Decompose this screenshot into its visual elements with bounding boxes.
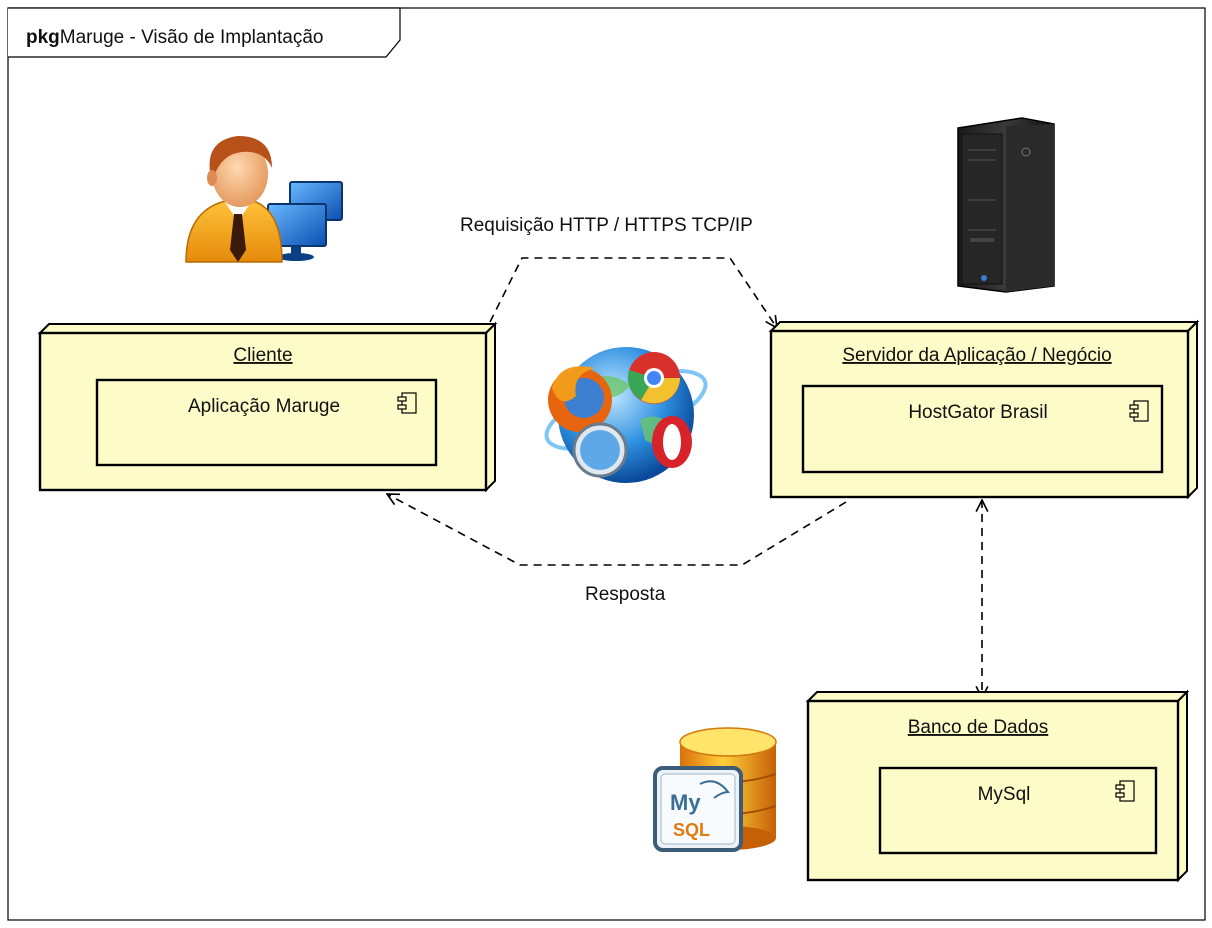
request-label: Requisição HTTP / HTTPS TCP/IP — [460, 215, 753, 236]
web-browsers-globe-icon — [544, 347, 708, 483]
component-icon — [397, 392, 417, 414]
database-node[interactable]: Banco de Dados MySql — [805, 689, 1190, 883]
database-component-label: MySql — [978, 784, 1031, 805]
server-node-title: Servidor da Aplicação / Negócio — [842, 345, 1111, 366]
tower-server-icon — [957, 117, 1055, 293]
response-label: Resposta — [585, 584, 666, 605]
client-component-label: Aplicação Maruge — [188, 396, 340, 417]
component-icon — [1129, 400, 1149, 422]
client-node-title: Cliente — [233, 345, 292, 366]
client-node[interactable]: Cliente Aplicação Maruge — [37, 321, 498, 493]
package-name: Maruge - Visão de Implantação — [60, 27, 324, 48]
user-computer-icon — [185, 136, 343, 263]
mysql-database-icon: My SQL — [653, 727, 777, 852]
package-frame: pkgMaruge - Visão de Implantação — [7, 7, 1206, 921]
package-label: pkgMaruge - Visão de Implantação — [26, 27, 323, 48]
client-component[interactable]: Aplicação Maruge — [95, 378, 438, 467]
server-component[interactable]: HostGator Brasil — [801, 384, 1164, 474]
mysql-logo-line2: SQL — [673, 820, 710, 840]
database-node-title: Banco de Dados — [908, 717, 1049, 738]
request-connector — [489, 257, 777, 328]
package-keyword: pkg — [26, 27, 60, 48]
component-icon — [1115, 780, 1135, 802]
database-component[interactable]: MySql — [878, 766, 1158, 855]
server-component-label: HostGator Brasil — [908, 402, 1047, 423]
mysql-logo-line1: My — [670, 790, 701, 815]
response-connector — [387, 494, 847, 566]
server-node[interactable]: Servidor da Aplicação / Negócio HostGato… — [768, 319, 1200, 500]
